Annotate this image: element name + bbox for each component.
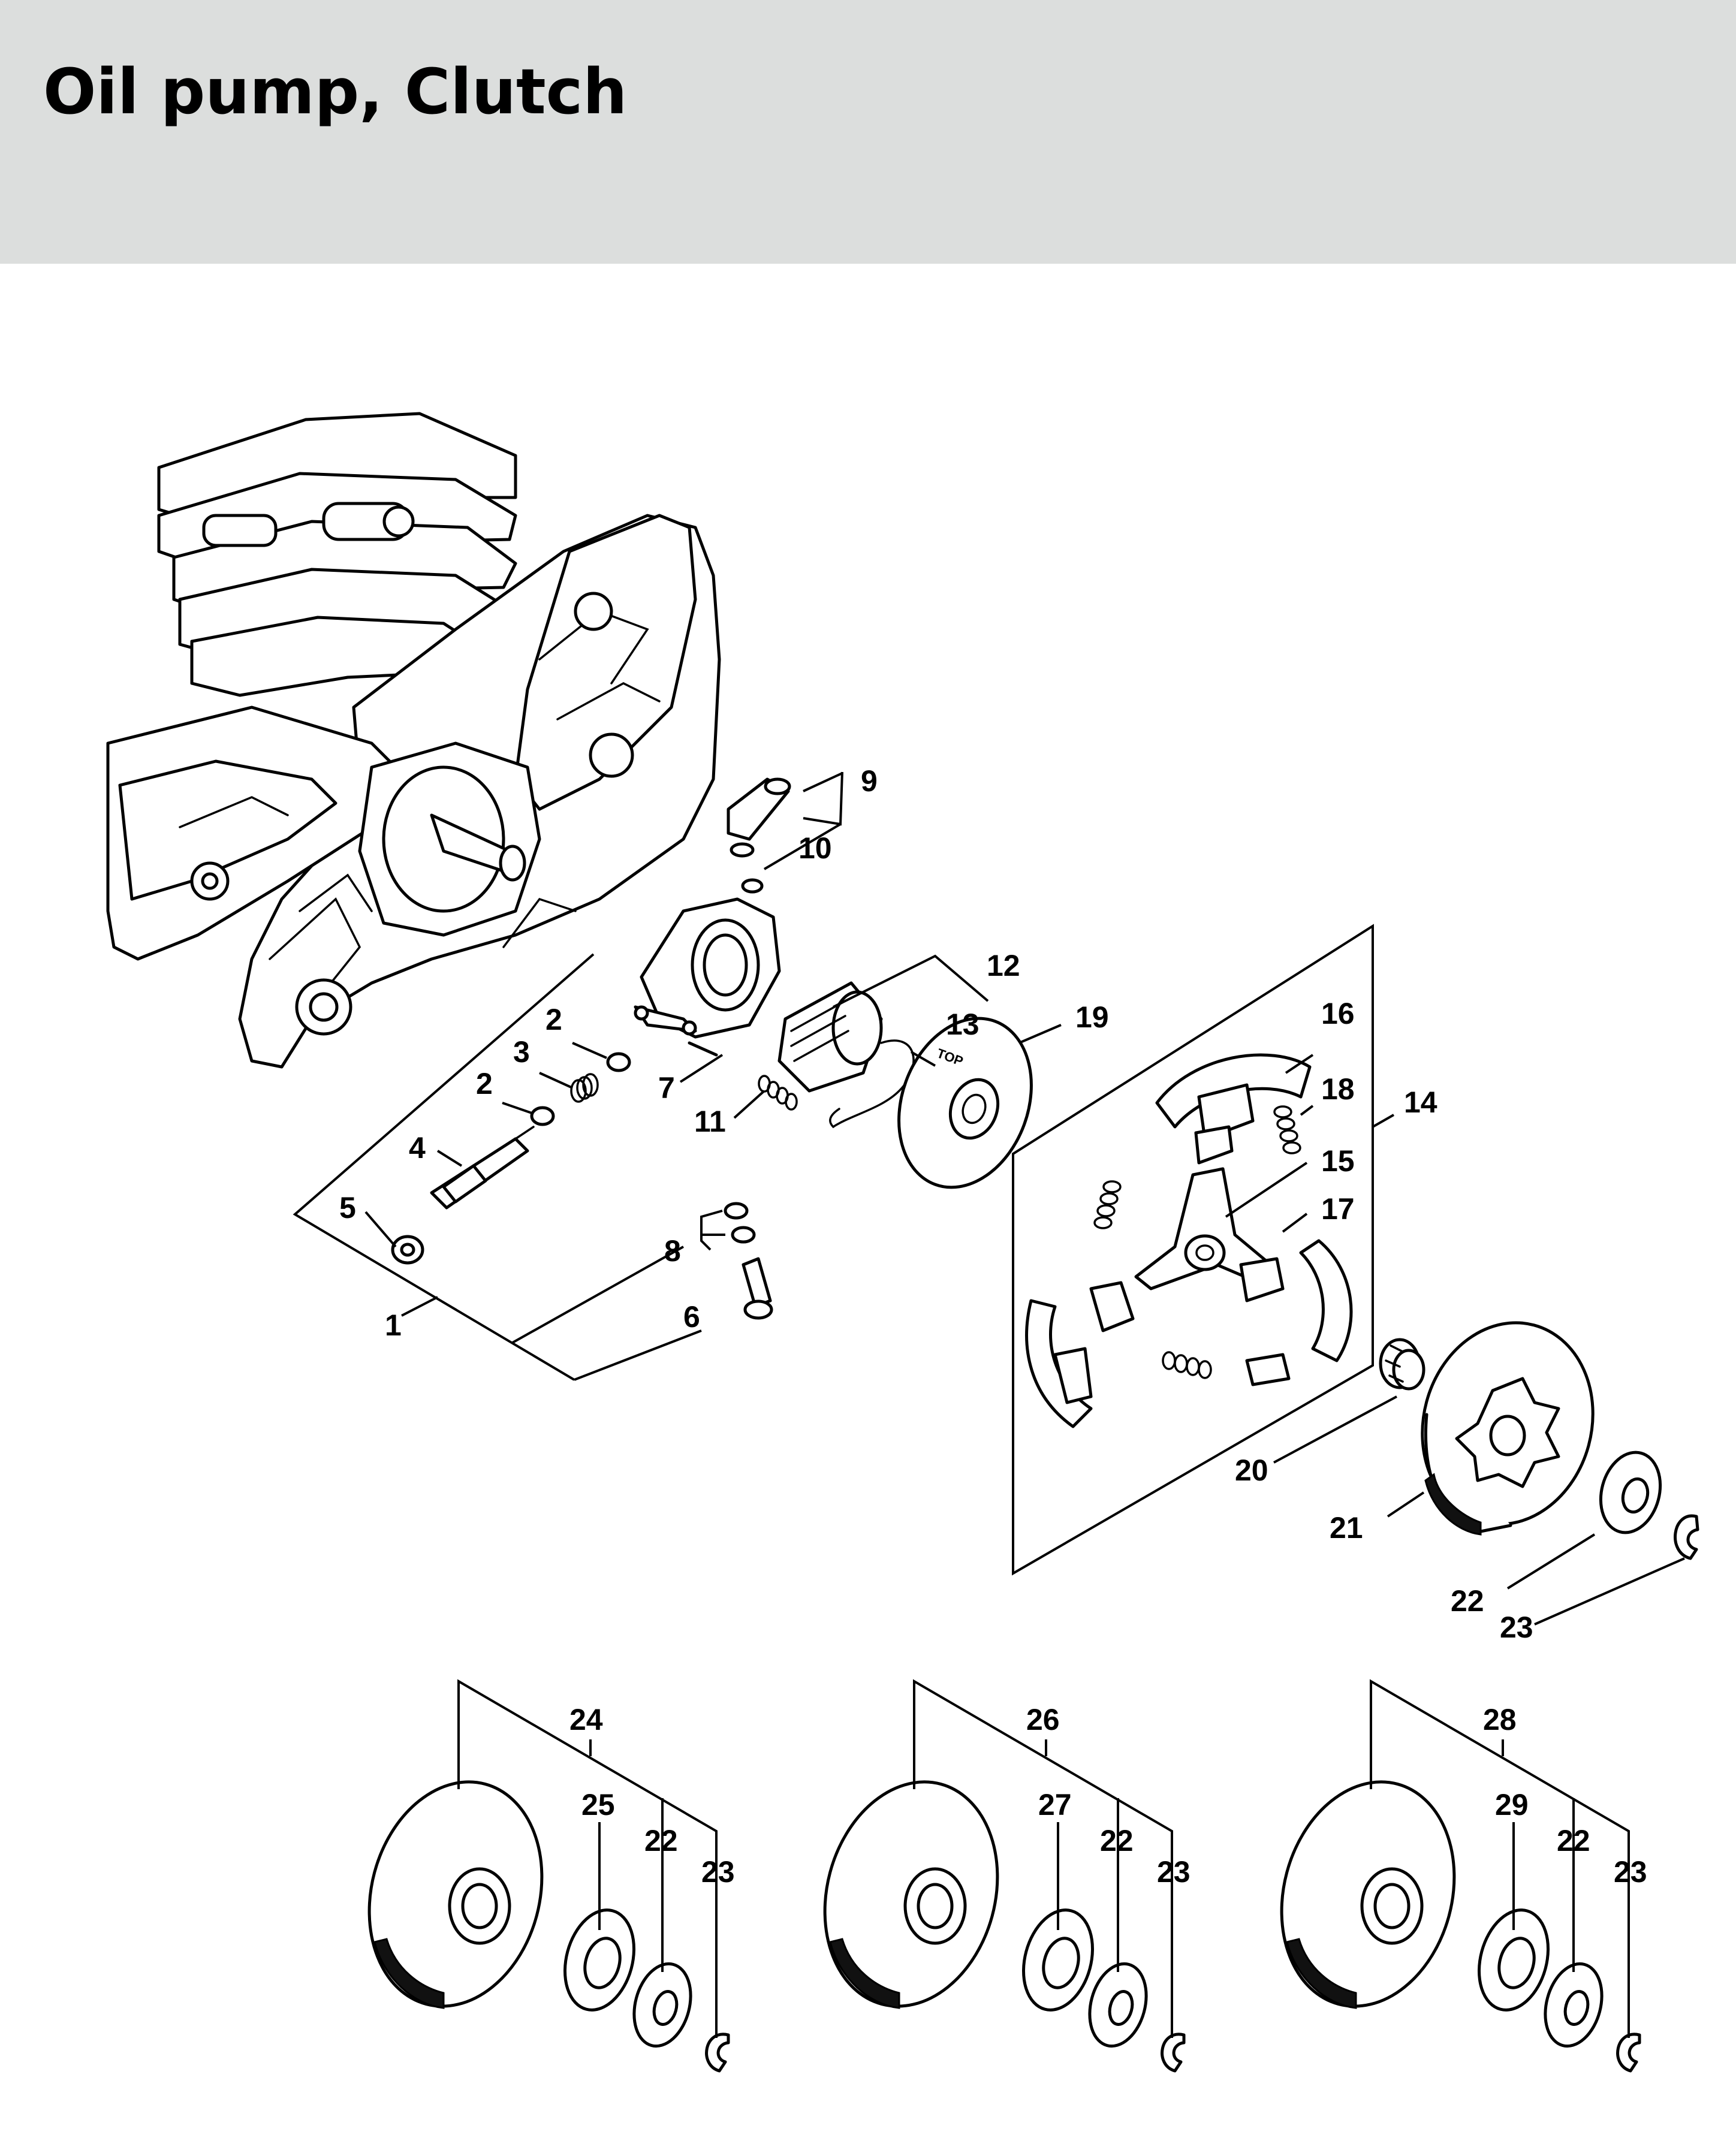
variant-set-24 <box>367 1780 730 2073</box>
callout-24: 24 <box>569 1703 603 1736</box>
callout-16: 16 <box>1321 997 1355 1030</box>
callout-17: 17 <box>1321 1192 1355 1226</box>
callout-10: 10 <box>798 831 832 865</box>
callout-26: 26 <box>1026 1703 1060 1736</box>
callout-7: 7 <box>658 1071 675 1105</box>
washer <box>1599 1451 1662 1534</box>
callout-23: 23 <box>1500 1611 1533 1644</box>
engine-housing <box>106 412 721 1069</box>
oil-pump-housing <box>634 897 781 1039</box>
callout-13: 13 <box>946 1008 979 1041</box>
callout-15: 15 <box>1321 1144 1355 1178</box>
callout-11: 11 <box>694 1105 726 1138</box>
callout-3: 3 <box>513 1035 530 1069</box>
variant-set-26 <box>823 1780 1186 2073</box>
callout-22: 22 <box>644 1824 678 1858</box>
callout-2: 2 <box>545 1003 562 1036</box>
worm-gear <box>777 981 883 1093</box>
callout-9: 9 <box>861 764 878 798</box>
callout-12: 12 <box>987 949 1020 982</box>
callout-2: 2 <box>476 1067 493 1100</box>
e-clip <box>1674 1514 1699 1560</box>
callout-27: 27 <box>1038 1788 1072 1822</box>
oil-pump-small-parts <box>391 1041 798 1320</box>
callout-29: 29 <box>1495 1788 1529 1822</box>
callout-22: 22 <box>1557 1824 1590 1858</box>
callout-numbers: 1 2 3 2 4 5 6 7 8 9 10 11 12 13 14 15 16… <box>339 764 1647 1889</box>
callout-23: 23 <box>1614 1855 1647 1889</box>
callout-22: 22 <box>1100 1824 1134 1858</box>
callout-28: 28 <box>1483 1703 1517 1736</box>
page-title: Oil pump, Clutch <box>43 55 628 128</box>
callout-8: 8 <box>664 1234 681 1268</box>
leader-lines <box>293 771 1685 2038</box>
callout-4: 4 <box>409 1131 426 1165</box>
variant-set-28 <box>1280 1780 1641 2073</box>
header-band: Oil pump, Clutch <box>0 0 1736 264</box>
callout-1: 1 <box>385 1308 402 1342</box>
callout-5: 5 <box>339 1191 356 1225</box>
callout-23: 23 <box>701 1855 735 1889</box>
callout-22: 22 <box>1451 1584 1484 1618</box>
callout-23: 23 <box>1157 1855 1191 1889</box>
callout-20: 20 <box>1235 1454 1268 1487</box>
callout-14: 14 <box>1404 1085 1437 1119</box>
clutch-assembly <box>1025 1053 1353 1428</box>
clutch-drum-spur <box>1421 1321 1595 1536</box>
callout-21: 21 <box>1330 1511 1363 1545</box>
callout-18: 18 <box>1321 1072 1355 1106</box>
callout-25: 25 <box>581 1788 615 1822</box>
callout-19: 19 <box>1075 1000 1109 1034</box>
spring-wire <box>829 1039 915 1129</box>
oil-pickup-hose <box>727 777 791 894</box>
callout-6: 6 <box>683 1300 700 1334</box>
oil-pump-plate: TOP <box>897 1017 1033 1189</box>
needle-cage <box>1379 1338 1425 1391</box>
